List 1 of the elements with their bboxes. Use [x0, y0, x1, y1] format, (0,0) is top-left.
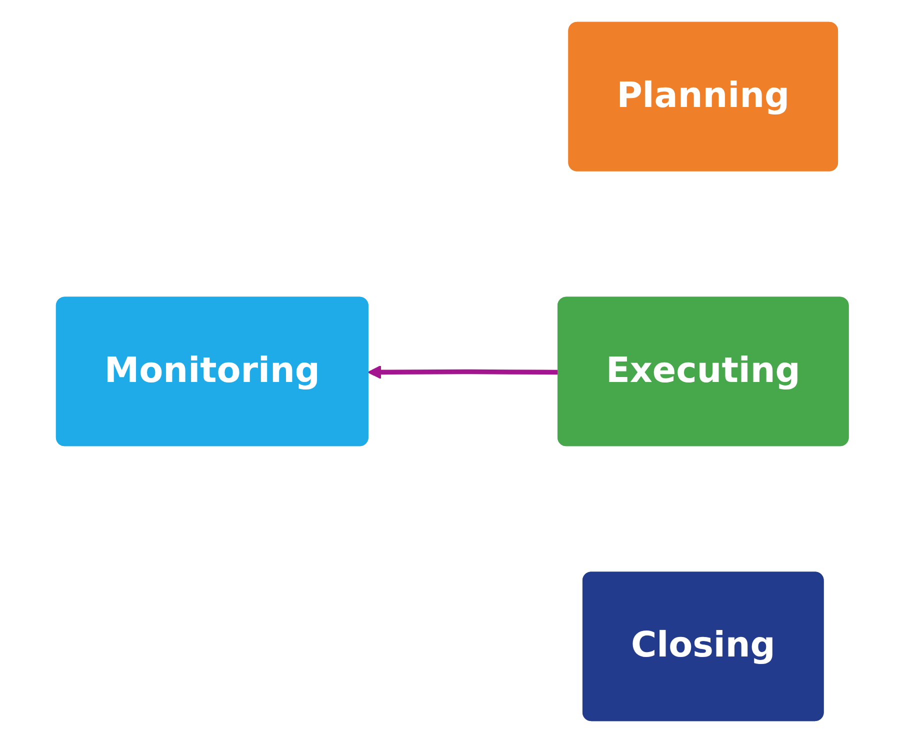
- arrow: [367, 365, 559, 380]
